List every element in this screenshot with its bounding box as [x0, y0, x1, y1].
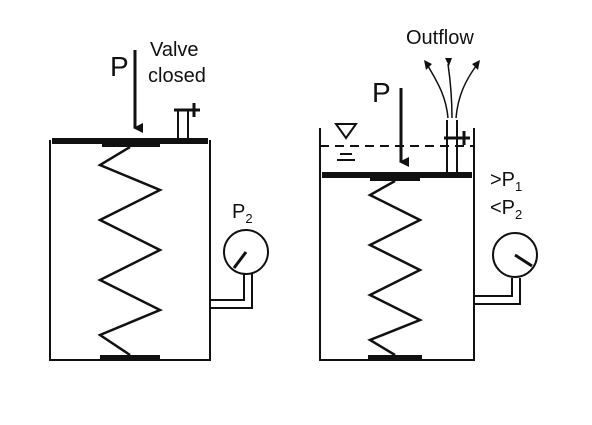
left-valve-handle: [174, 103, 200, 117]
pressure-greater-label: >P1: [490, 169, 522, 194]
left-spring-base: [100, 355, 160, 359]
left-gauge-needle: [232, 251, 248, 269]
right-panel: P Outflow >P1 <P2: [319, 27, 538, 361]
outflow-arrowheads: [424, 58, 480, 70]
water-level-symbol: [334, 123, 358, 161]
right-piston: [322, 172, 472, 178]
left-piston: [52, 138, 208, 144]
right-outflow-tube: [446, 120, 458, 172]
right-force-label: P: [372, 77, 391, 108]
left-valve-label-line1: Valve: [150, 39, 199, 61]
left-panel: P Valve closed P2: [49, 39, 269, 361]
right-gauge-needle: [514, 253, 533, 268]
right-valve-handle: [444, 131, 470, 145]
right-container: [319, 128, 475, 361]
left-piston-seat: [102, 143, 160, 147]
left-gauge-pipe: [210, 270, 253, 309]
left-valve-tube: [177, 110, 189, 138]
outflow-streams: [427, 63, 477, 119]
left-valve-label-line2: closed: [148, 65, 206, 87]
pressure-less-label: <P2: [490, 197, 522, 222]
outflow-label: Outflow: [406, 27, 474, 49]
left-container: [49, 140, 211, 361]
left-spring: [97, 145, 164, 357]
left-gauge-label: P2: [232, 201, 253, 226]
right-spring: [367, 179, 424, 357]
right-gauge-pipe: [474, 278, 521, 305]
right-pressure-gauge: [492, 232, 538, 278]
right-spring-base: [368, 355, 422, 359]
left-force-label: P: [110, 51, 129, 82]
right-piston-seat: [370, 177, 420, 181]
